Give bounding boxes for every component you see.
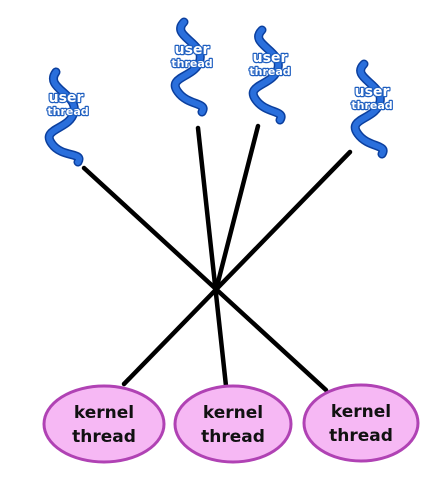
user-thread-3: user thread: [248, 25, 292, 125]
user-thread-label-line1: user: [253, 50, 288, 66]
user-thread-label-line2: thread: [47, 105, 88, 118]
kernel-thread-label-line2: thread: [201, 427, 265, 447]
kernel-thread-label-line2: thread: [72, 427, 136, 447]
kernel-thread-label-line1: kernel: [331, 402, 391, 422]
connection-user-thread-2: [195, 125, 229, 389]
kernel-thread-1: kernel thread: [42, 384, 166, 464]
user-thread-label-line2: thread: [249, 65, 290, 78]
user-thread-label-line2: thread: [171, 57, 212, 70]
user-thread-1: user thread: [44, 67, 90, 167]
kernel-thread-2: kernel thread: [173, 384, 293, 464]
kernel-thread-ellipse: [302, 383, 420, 463]
user-thread-4: user thread: [350, 59, 394, 159]
kernel-thread-label-line1: kernel: [74, 403, 134, 423]
user-thread-label-line1: user: [49, 90, 84, 106]
connection-lines: [81, 123, 353, 393]
kernel-thread-label-line2: thread: [329, 426, 393, 446]
kernel-thread-ellipse: [42, 384, 166, 464]
connection-user-thread-4: [121, 149, 353, 387]
kernel-thread-ellipse: [173, 384, 293, 464]
user-thread-2: user thread: [170, 17, 214, 117]
kernel-thread-3: kernel thread: [302, 383, 420, 463]
connection-user-thread-1: [81, 165, 329, 393]
user-thread-label-line1: user: [355, 84, 390, 100]
user-thread-label-line2: thread: [351, 99, 392, 112]
kernel-thread-label-line1: kernel: [203, 403, 263, 423]
user-thread-label-line1: user: [175, 42, 210, 58]
connection-user-thread-3: [213, 123, 261, 293]
